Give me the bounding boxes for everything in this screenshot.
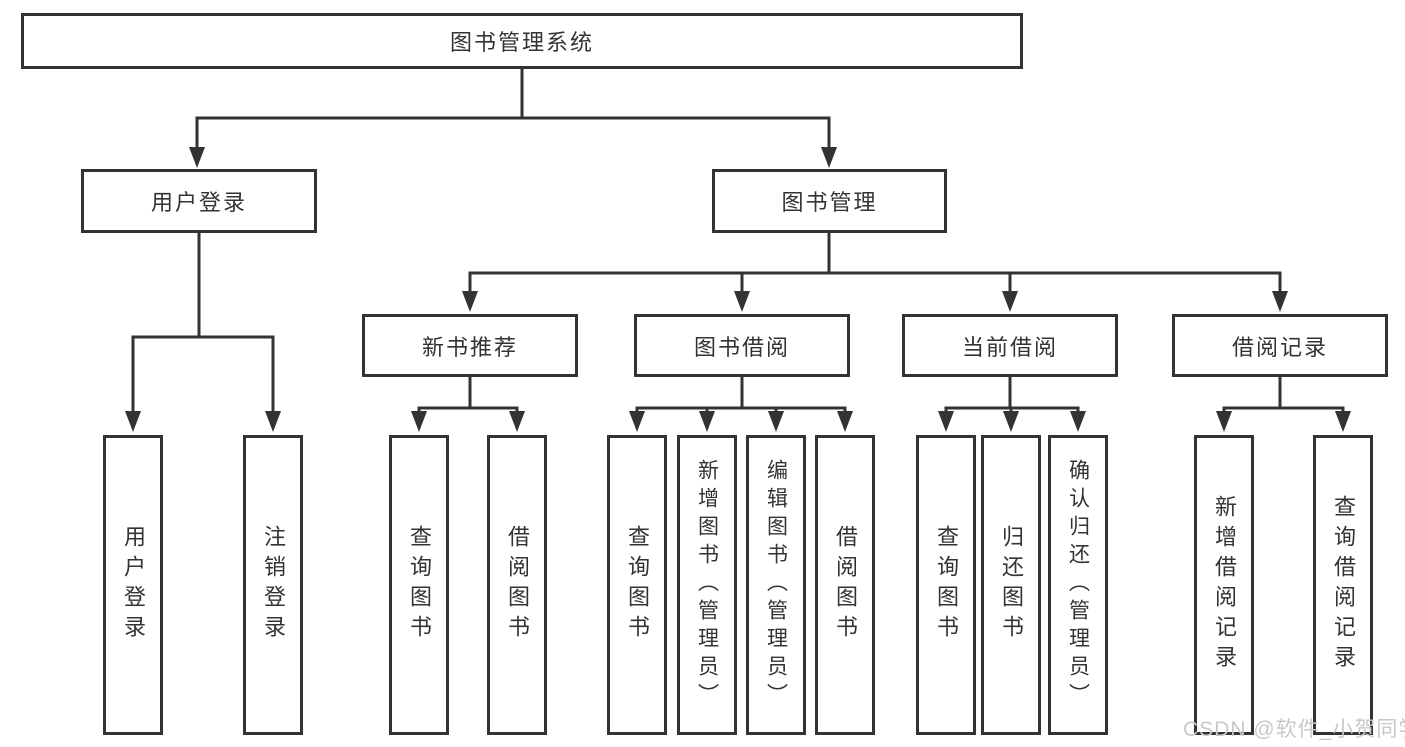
node-user-login: 用户登录: [81, 169, 317, 233]
connector-borrow-children: [629, 377, 853, 432]
leaf-records-query-borrow-record: 查询借阅记录: [1313, 435, 1373, 735]
connector-line: [635, 377, 847, 413]
leaf-records-add-borrow-record-label: 新增借阅记录: [1212, 495, 1237, 675]
leaf-current-return-book-label: 归还图书: [999, 525, 1024, 645]
leaf-current-query-book-label: 查询图书: [934, 525, 959, 645]
leaf-borrow-edit-book-admin-label: 编辑图书（管理员）: [764, 459, 788, 711]
leaf-records-query-borrow-record-label: 查询借阅记录: [1331, 495, 1356, 675]
arrowhead: [821, 147, 837, 168]
connector-line: [195, 69, 831, 149]
connector-line: [131, 233, 275, 413]
leaf-borrow-borrow-book: 借阅图书: [815, 435, 875, 735]
arrowhead: [1335, 411, 1351, 432]
arrowhead: [462, 291, 478, 312]
node-user-login-label: 用户登录: [150, 190, 247, 215]
arrowhead: [837, 411, 853, 432]
leaf-borrow-add-book-admin: 新增图书（管理员）: [677, 435, 737, 735]
connector-line: [1222, 377, 1345, 413]
leaf-borrow-edit-book-admin: 编辑图书（管理员）: [746, 435, 806, 735]
leaf-borrow-query-book-label: 查询图书: [625, 525, 650, 645]
node-book-borrow: 图书借阅: [634, 314, 850, 377]
connector-line: [468, 233, 1282, 293]
leaf-borrow-query-book: 查询图书: [607, 435, 667, 735]
connector-book-mgmt-children: [462, 233, 1288, 312]
leaf-records-add-borrow-record: 新增借阅记录: [1194, 435, 1254, 735]
connector-line: [944, 377, 1080, 413]
node-book-management-label: 图书管理: [781, 190, 878, 215]
arrowhead: [629, 411, 645, 432]
node-root: 图书管理系统: [21, 13, 1023, 69]
connector-records-children: [1216, 377, 1351, 432]
connector-new-book-children: [411, 377, 525, 432]
leaf-newbook-borrow-book-label: 借阅图书: [505, 525, 530, 645]
leaf-borrow-add-book-admin-label: 新增图书（管理员）: [695, 459, 719, 711]
arrowhead: [1002, 291, 1018, 312]
node-current-borrow-label: 当前借阅: [961, 334, 1058, 360]
arrowhead: [125, 411, 141, 432]
leaf-current-query-book: 查询图书: [916, 435, 976, 735]
connector-root-to-level1: [189, 69, 837, 168]
arrowhead: [734, 291, 750, 312]
arrowhead: [189, 147, 205, 168]
arrowhead: [411, 411, 427, 432]
leaf-newbook-borrow-book: 借阅图书: [487, 435, 547, 735]
arrowhead: [509, 411, 525, 432]
leaf-user-login-label: 用户登录: [121, 525, 146, 645]
leaf-logout-login: 注销登录: [243, 435, 303, 735]
node-book-management: 图书管理: [712, 169, 947, 233]
connector-line: [417, 377, 519, 413]
leaf-current-confirm-return-admin: 确认归还（管理员）: [1048, 435, 1108, 735]
arrowhead: [1070, 411, 1086, 432]
arrowhead: [1003, 411, 1019, 432]
arrowhead: [1272, 291, 1288, 312]
node-root-label: 图书管理系统: [449, 30, 594, 55]
arrowhead: [768, 411, 784, 432]
arrowhead: [938, 411, 954, 432]
arrowhead: [699, 411, 715, 432]
leaf-current-return-book: 归还图书: [981, 435, 1041, 735]
leaf-newbook-query-book: 查询图书: [389, 435, 449, 735]
leaf-logout-login-label: 注销登录: [261, 525, 286, 645]
leaf-borrow-borrow-book-label: 借阅图书: [833, 525, 858, 645]
connector-user-login-children: [125, 233, 281, 432]
node-borrow-records-label: 借阅记录: [1231, 334, 1328, 360]
node-new-book-recommend-label: 新书推荐: [421, 334, 518, 360]
leaf-current-confirm-return-admin-label: 确认归还（管理员）: [1066, 459, 1090, 711]
watermark-text: CSDN @软件_小贺同学: [1183, 718, 1405, 741]
node-current-borrow: 当前借阅: [902, 314, 1118, 377]
node-new-book-recommend: 新书推荐: [362, 314, 578, 377]
connector-current-children: [938, 377, 1086, 432]
leaf-newbook-query-book-label: 查询图书: [407, 525, 432, 645]
leaf-user-login: 用户登录: [103, 435, 163, 735]
node-borrow-records: 借阅记录: [1172, 314, 1388, 377]
arrowhead: [265, 411, 281, 432]
arrowhead: [1216, 411, 1232, 432]
node-book-borrow-label: 图书借阅: [693, 334, 790, 360]
